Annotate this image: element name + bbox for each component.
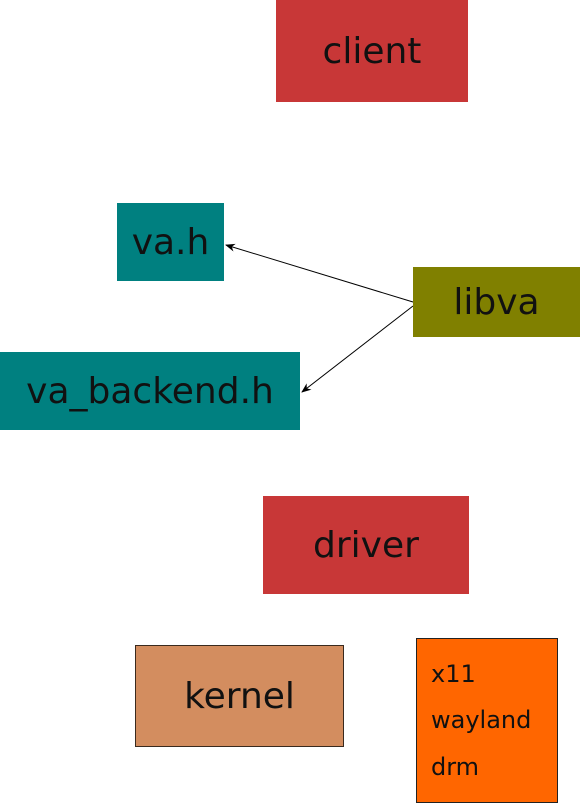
platform-node: x11 wayland drm <box>416 638 558 803</box>
driver-label: driver <box>313 524 419 566</box>
va-h-label: va.h <box>131 221 210 263</box>
client-node: client <box>276 0 468 102</box>
kernel-node: kernel <box>135 645 344 747</box>
va-h-node: va.h <box>117 203 224 281</box>
platform-item-wayland: wayland <box>431 706 532 735</box>
platform-item-x11: x11 <box>431 660 476 689</box>
libva-label: libva <box>453 281 540 323</box>
va-backend-label: va_backend.h <box>26 370 274 412</box>
edge-libva-to-va-backend <box>301 305 414 393</box>
client-label: client <box>322 30 422 72</box>
libva-node: libva <box>413 267 580 337</box>
va-backend-node: va_backend.h <box>0 352 300 430</box>
kernel-label: kernel <box>184 675 295 717</box>
edge-libva-to-va-h <box>225 243 414 303</box>
platform-item-drm: drm <box>431 752 480 781</box>
driver-node: driver <box>263 496 469 594</box>
